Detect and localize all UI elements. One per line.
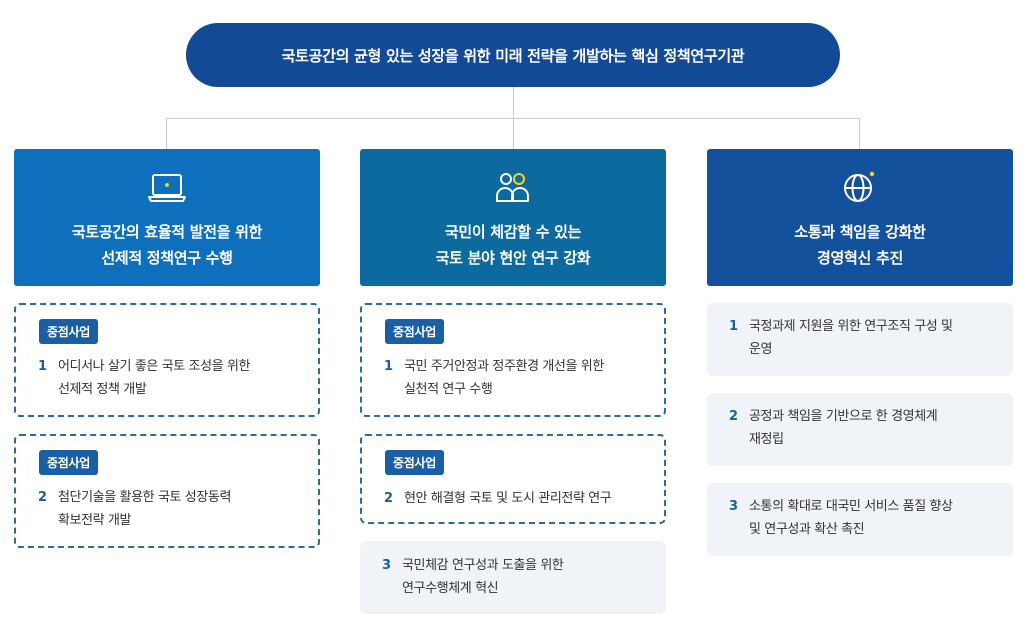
task-text: 국민 주거안정과 정주환경 개선을 위한 실천적 연구 수행 <box>404 355 604 401</box>
task-card: 중점사업 1 국민 주거안정과 정주환경 개선을 위한 실천적 연구 수행 <box>360 303 666 417</box>
strategy-title-1: 국토공간의 효율적 발전을 위한 선제적 정책연구 수행 <box>71 219 263 271</box>
strategy-box-1: 국토공간의 효율적 발전을 위한 선제적 정책연구 수행 <box>14 149 320 286</box>
key-project-badge: 중점사업 <box>39 319 98 344</box>
globe-icon <box>838 169 882 205</box>
people-icon <box>491 169 535 205</box>
task-number: 1 <box>729 319 738 334</box>
task-text: 국정과제 지원을 위한 연구조직 구성 및 운영 <box>749 315 953 361</box>
connector-right <box>859 118 860 149</box>
task-text: 첨단기술을 활용한 국토 성장동력 확보전략 개발 <box>58 486 231 532</box>
vision-banner: 국토공간의 균형 있는 성장을 위한 미래 전략을 개발하는 핵심 정책연구기관 <box>186 23 840 87</box>
task-line: 및 연구성과 확산 촉진 <box>749 522 865 537</box>
task-row: 2 공정과 책임을 기반으로 한 경영체계 재정립 <box>729 405 999 451</box>
task-number: 2 <box>384 491 393 506</box>
task-line: 어디서나 살기 좋은 국토 조성을 위한 <box>58 359 251 374</box>
task-number: 3 <box>729 499 738 514</box>
task-number: 2 <box>729 409 738 424</box>
connector-left <box>166 118 167 149</box>
task-row: 2 현안 해결형 국토 및 도시 관리전략 연구 <box>384 487 650 510</box>
task-row: 2 첨단기술을 활용한 국토 성장동력 확보전략 개발 <box>38 486 304 532</box>
task-line: 현안 해결형 국토 및 도시 관리전략 연구 <box>404 491 612 506</box>
strategy-title-line: 국민이 체감할 수 있는 <box>444 223 582 241</box>
task-text: 어디서나 살기 좋은 국토 조성을 위한 선제적 정책 개발 <box>58 355 250 401</box>
strategy-title-line: 국토공간의 효율적 발전을 위한 <box>71 223 263 241</box>
task-number: 3 <box>382 558 391 573</box>
task-line: 실천적 연구 수행 <box>404 382 493 397</box>
vision-text: 국토공간의 균형 있는 성장을 위한 미래 전략을 개발하는 핵심 정책연구기관 <box>281 46 745 65</box>
task-text: 공정과 책임을 기반으로 한 경영체계 재정립 <box>749 405 938 451</box>
task-text: 국민체감 연구성과 도출을 위한 연구수행체계 혁신 <box>402 554 564 600</box>
connector-middle <box>513 118 514 149</box>
task-line: 연구수행체계 혁신 <box>402 581 499 596</box>
strategy-title-line: 국토 분야 현안 연구 강화 <box>435 249 591 267</box>
task-line: 재정립 <box>749 432 784 447</box>
strategy-title-line: 경영혁신 추진 <box>817 249 903 267</box>
task-text: 현안 해결형 국토 및 도시 관리전략 연구 <box>404 487 612 510</box>
task-text: 소통의 확대로 대국민 서비스 품질 향상 및 연구성과 확산 촉진 <box>749 495 953 541</box>
task-card: 3 국민체감 연구성과 도출을 위한 연구수행체계 혁신 <box>360 541 666 614</box>
laptop-icon <box>145 169 189 205</box>
task-card: 1 국정과제 지원을 위한 연구조직 구성 및 운영 <box>707 303 1013 376</box>
task-line: 확보전략 개발 <box>58 513 132 528</box>
strategy-title-line: 선제적 정책연구 수행 <box>101 249 233 267</box>
task-card: 2 공정과 책임을 기반으로 한 경영체계 재정립 <box>707 393 1013 466</box>
task-number: 1 <box>384 359 393 374</box>
strategy-box-3: 소통과 책임을 강화한 경영혁신 추진 <box>707 149 1013 286</box>
task-row: 3 국민체감 연구성과 도출을 위한 연구수행체계 혁신 <box>382 554 652 600</box>
task-card: 중점사업 2 첨단기술을 활용한 국토 성장동력 확보전략 개발 <box>14 434 320 548</box>
task-line: 국민 주거안정과 정주환경 개선을 위한 <box>404 359 604 374</box>
task-row: 3 소통의 확대로 대국민 서비스 품질 향상 및 연구성과 확산 촉진 <box>729 495 999 541</box>
strategy-title-2: 국민이 체감할 수 있는 국토 분야 현안 연구 강화 <box>436 219 591 271</box>
task-row: 1 국민 주거안정과 정주환경 개선을 위한 실천적 연구 수행 <box>384 355 650 401</box>
key-project-badge: 중점사업 <box>39 450 98 475</box>
task-line: 국정과제 지원을 위한 연구조직 구성 및 <box>749 319 953 334</box>
task-line: 공정과 책임을 기반으로 한 경영체계 <box>749 409 938 424</box>
task-line: 선제적 정책 개발 <box>58 382 147 397</box>
task-row: 1 국정과제 지원을 위한 연구조직 구성 및 운영 <box>729 315 999 361</box>
strategy-box-2: 국민이 체감할 수 있는 국토 분야 현안 연구 강화 <box>360 149 666 286</box>
key-project-badge: 중점사업 <box>385 319 444 344</box>
task-line: 운영 <box>749 342 773 357</box>
task-card: 3 소통의 확대로 대국민 서비스 품질 향상 및 연구성과 확산 촉진 <box>707 483 1013 556</box>
connector-vertical-main <box>513 87 514 118</box>
task-row: 1 어디서나 살기 좋은 국토 조성을 위한 선제적 정책 개발 <box>38 355 304 401</box>
strategy-title-3: 소통과 책임을 강화한 경영혁신 추진 <box>794 219 926 271</box>
task-card: 중점사업 1 어디서나 살기 좋은 국토 조성을 위한 선제적 정책 개발 <box>14 303 320 417</box>
task-line: 소통의 확대로 대국민 서비스 품질 향상 <box>749 499 953 514</box>
task-line: 첨단기술을 활용한 국토 성장동력 <box>58 490 232 505</box>
task-number: 2 <box>38 490 47 505</box>
strategy-title-line: 소통과 책임을 강화한 <box>794 223 926 241</box>
key-project-badge: 중점사업 <box>385 450 444 475</box>
task-number: 1 <box>38 359 47 374</box>
task-card: 중점사업 2 현안 해결형 국토 및 도시 관리전략 연구 <box>360 434 666 524</box>
task-line: 국민체감 연구성과 도출을 위한 <box>402 558 564 573</box>
